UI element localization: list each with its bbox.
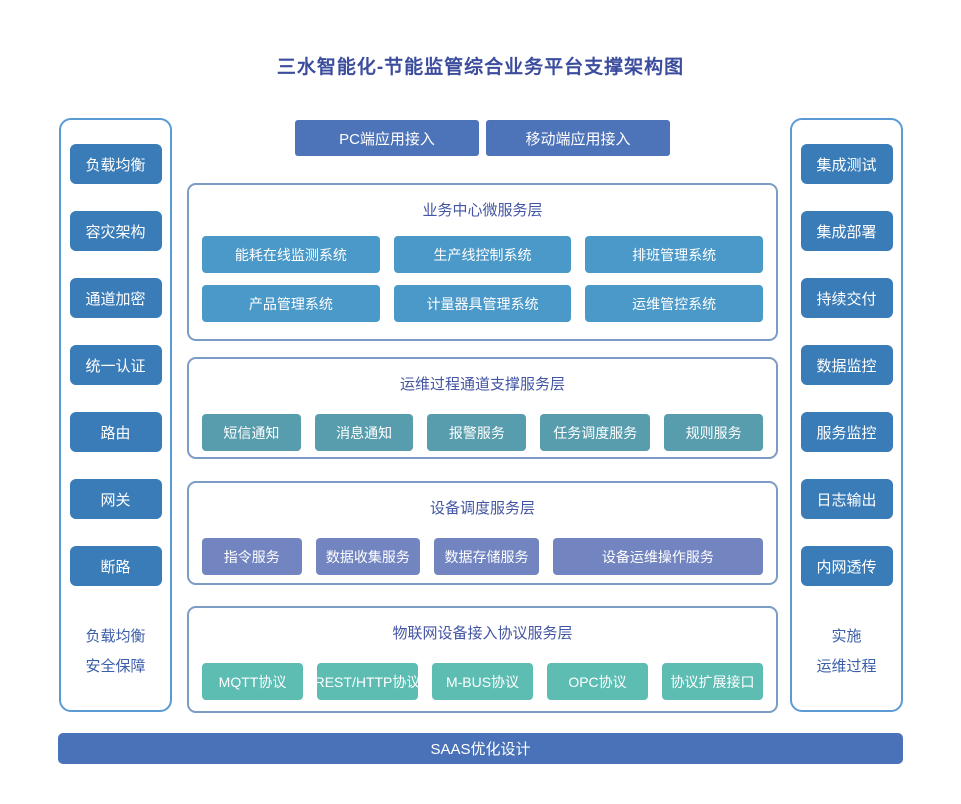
left-node-unified-auth: 统一认证	[69, 345, 162, 385]
node-rest-http-protocol: REST/HTTP协议	[317, 663, 418, 700]
right-caption-line-2: 运维过程	[816, 658, 877, 675]
left-node-load-balancing: 负载均衡	[69, 144, 162, 184]
left-node-gateway: 网关	[69, 479, 162, 519]
left-caption-line-2: 安全保障	[85, 658, 146, 675]
layer-device-scheduling: 设备调度服务层 指令服务 数据收集服务 数据存储服务 设备运维操作服务	[187, 481, 778, 585]
pc-access-node: PC端应用接入	[295, 120, 479, 156]
right-node-service-monitoring: 服务监控	[800, 412, 893, 452]
left-caption-line-1: 负载均衡	[85, 628, 146, 645]
right-node-intranet-passthrough: 内网透传	[800, 546, 893, 586]
node-device-ops-operation-service: 设备运维操作服务	[552, 538, 763, 575]
left-panel-caption: 负载均衡 安全保障	[85, 622, 145, 682]
layer-row: MQTT协议 REST/HTTP协议 M-BUS协议 OPC协议 协议扩展接口	[202, 663, 763, 700]
left-node-circuit-break: 断路	[69, 546, 162, 586]
node-mqtt-protocol: MQTT协议	[202, 663, 303, 700]
node-ops-control-system: 运维管控系统	[585, 285, 764, 322]
mobile-access-node: 移动端应用接入	[486, 120, 670, 156]
layer-title: 设备调度服务层	[429, 500, 535, 517]
node-shift-management-system: 排班管理系统	[585, 236, 764, 273]
saas-optimization-bar: SAAS优化设计	[58, 733, 903, 764]
layer-row: 产品管理系统 计量器具管理系统 运维管控系统	[202, 285, 764, 322]
node-rule-service: 规则服务	[664, 414, 764, 451]
node-sms-notification: 短信通知	[202, 414, 301, 451]
node-data-storage-service: 数据存储服务	[434, 538, 539, 575]
layer-title: 运维过程通道支撑服务层	[399, 376, 565, 393]
layer-row: 指令服务 数据收集服务 数据存储服务 设备运维操作服务	[202, 538, 763, 575]
layer-ops-channel-support: 运维过程通道支撑服务层 短信通知 消息通知 报警服务 任务调度服务 规则服务	[187, 357, 778, 459]
right-caption-line-1: 实施	[831, 628, 862, 645]
layer-iot-protocol: 物联网设备接入协议服务层 MQTT协议 REST/HTTP协议 M-BUS协议 …	[187, 606, 778, 713]
left-panel: 负载均衡 容灾架构 通道加密 统一认证 路由 网关 断路 负载均衡 安全保障	[59, 118, 172, 712]
right-node-integration-test: 集成测试	[800, 144, 893, 184]
node-metering-instrument-system: 计量器具管理系统	[393, 285, 572, 322]
node-production-line-control-system: 生产线控制系统	[393, 236, 572, 273]
right-node-integration-deploy: 集成部署	[800, 211, 893, 251]
node-energy-monitoring-system: 能耗在线监测系统	[202, 236, 380, 273]
right-node-log-output: 日志输出	[800, 479, 893, 519]
node-opc-protocol: OPC协议	[547, 663, 648, 700]
layer-row: 能耗在线监测系统 生产线控制系统 排班管理系统	[202, 236, 764, 273]
left-node-channel-encryption: 通道加密	[69, 278, 162, 318]
right-panel-caption: 实施 运维过程	[816, 622, 876, 682]
right-node-continuous-delivery: 持续交付	[800, 278, 893, 318]
node-alarm-service: 报警服务	[427, 414, 527, 451]
layer-row: 短信通知 消息通知 报警服务 任务调度服务 规则服务	[202, 414, 764, 451]
page-title: 三水智能化-节能监管综合业务平台支撑架构图	[276, 57, 685, 78]
access-row: PC端应用接入 移动端应用接入	[187, 120, 778, 156]
layer-title: 业务中心微服务层	[422, 202, 543, 219]
node-command-service: 指令服务	[202, 538, 302, 575]
left-node-disaster-recovery: 容灾架构	[69, 211, 162, 251]
layer-title: 物联网设备接入协议服务层	[392, 625, 573, 642]
node-protocol-extension-interface: 协议扩展接口	[662, 663, 763, 700]
layer-business-microservices: 业务中心微服务层 能耗在线监测系统 生产线控制系统 排班管理系统 产品管理系统 …	[187, 183, 778, 341]
node-product-management-system: 产品管理系统	[202, 285, 380, 322]
node-data-collection-service: 数据收集服务	[315, 538, 421, 575]
left-node-routing: 路由	[69, 412, 162, 452]
node-message-notification: 消息通知	[314, 414, 414, 451]
right-panel: 集成测试 集成部署 持续交付 数据监控 服务监控 日志输出 内网透传 实施 运维…	[790, 118, 903, 712]
node-mbus-protocol: M-BUS协议	[432, 663, 533, 700]
node-task-scheduling-service: 任务调度服务	[540, 414, 651, 451]
right-node-data-monitoring: 数据监控	[800, 345, 893, 385]
